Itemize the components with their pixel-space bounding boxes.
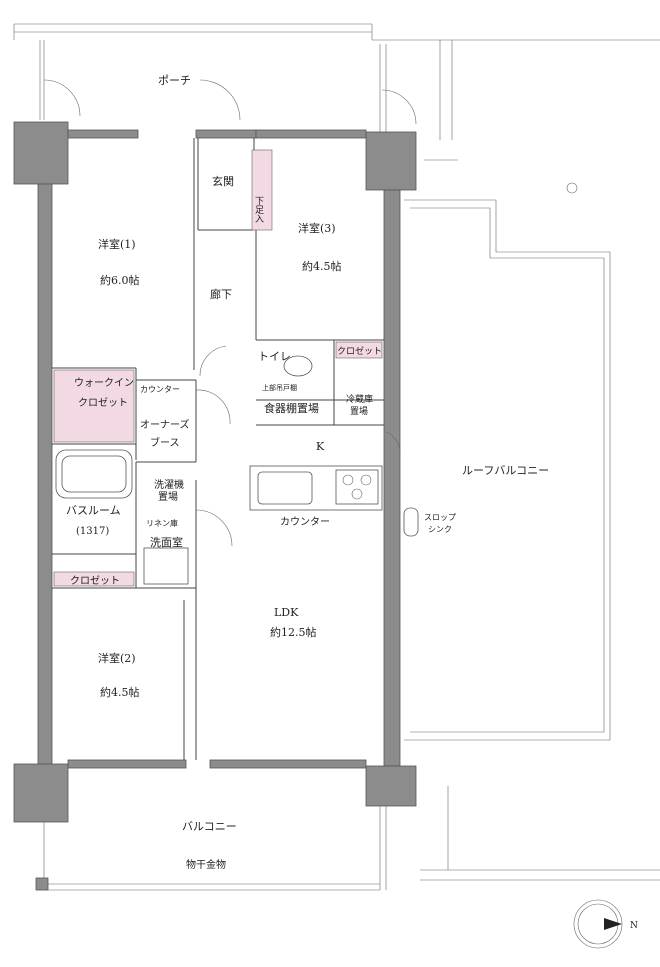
balcony-label: バルコニー [182,820,237,833]
western1-label: 洋室(1) [98,237,136,251]
counter-label: カウンター [280,516,330,528]
walkin-label-2: クロゼット [78,397,128,409]
cooktop [335,469,379,505]
walkin-closet-area [53,369,135,443]
closet2-label: クロゼット [70,575,120,587]
owners-label-1: オーナーズ [140,418,190,431]
roof-balcony-label: ルーフバルコニー [462,464,549,477]
western3-label: 洋室(3) [298,221,336,235]
ldk-size: 約12.5帖 [270,625,317,639]
doors [43,79,417,547]
slop-label-1: スロップ [424,513,456,522]
railing-lines [13,23,660,891]
storage-areas [53,149,383,587]
wash-basin [143,547,189,585]
linen-label: リネン庫 [146,518,178,528]
compass-label: N [630,921,638,931]
toilet-label: トイレ [258,350,291,363]
owners-label-2: ブース [150,436,180,449]
drying-label: 物干金物 [186,858,226,871]
bath-size-label: (1317) [76,526,109,537]
washer-label-2: 置場 [158,490,178,503]
entrance-label: 玄関 [212,174,234,188]
partitions [52,138,384,760]
western2-label: 洋室(2) [98,651,136,665]
kitchen-sink [257,471,313,505]
upper-cabinet-label: 上部吊戸棚 [262,383,297,392]
western1-size: 約6.0帖 [100,273,140,287]
western2-size: 約4.5帖 [100,685,140,699]
western3-size: 約4.5帖 [302,259,342,273]
kitchen-label: K [316,440,325,453]
closet-small-area [335,341,383,359]
north-arrow-icon [604,918,622,930]
ldk-label: LDK [274,606,299,619]
toilet-bowl [283,355,313,377]
hallway-label: 廊下 [210,287,232,301]
closet2-area [53,571,135,587]
fridge-label-1: 冷蔵庫 [346,393,373,405]
closet-small-label: クロゼット [337,345,382,357]
dish-shelf-label: 食器棚置場 [264,401,319,415]
counter-small-label: カウンター [140,385,180,394]
compass [573,899,623,949]
fixtures [55,355,419,585]
porch-label: ポーチ [158,74,191,87]
walls [13,121,417,891]
washroom-label: 洗面室 [150,535,183,549]
washer-label-1: 洗濯機 [154,478,184,491]
fridge-label-2: 置場 [350,405,368,417]
room-labels: ポーチ 玄関 下足入 洋室(1) 約6.0帖 洋室(3) 約4.5帖 廊下 トイ… [66,74,638,931]
shoe-closet-area [251,149,273,231]
slop-label-2: シンク [428,525,452,534]
walkin-label-1: ウォークイン [74,377,134,389]
shoe-closet-label: 下足入 [253,196,264,223]
slop-sink [403,507,419,537]
roof-balcony-outline [404,159,611,741]
bathroom-label: バスルーム [66,504,121,517]
